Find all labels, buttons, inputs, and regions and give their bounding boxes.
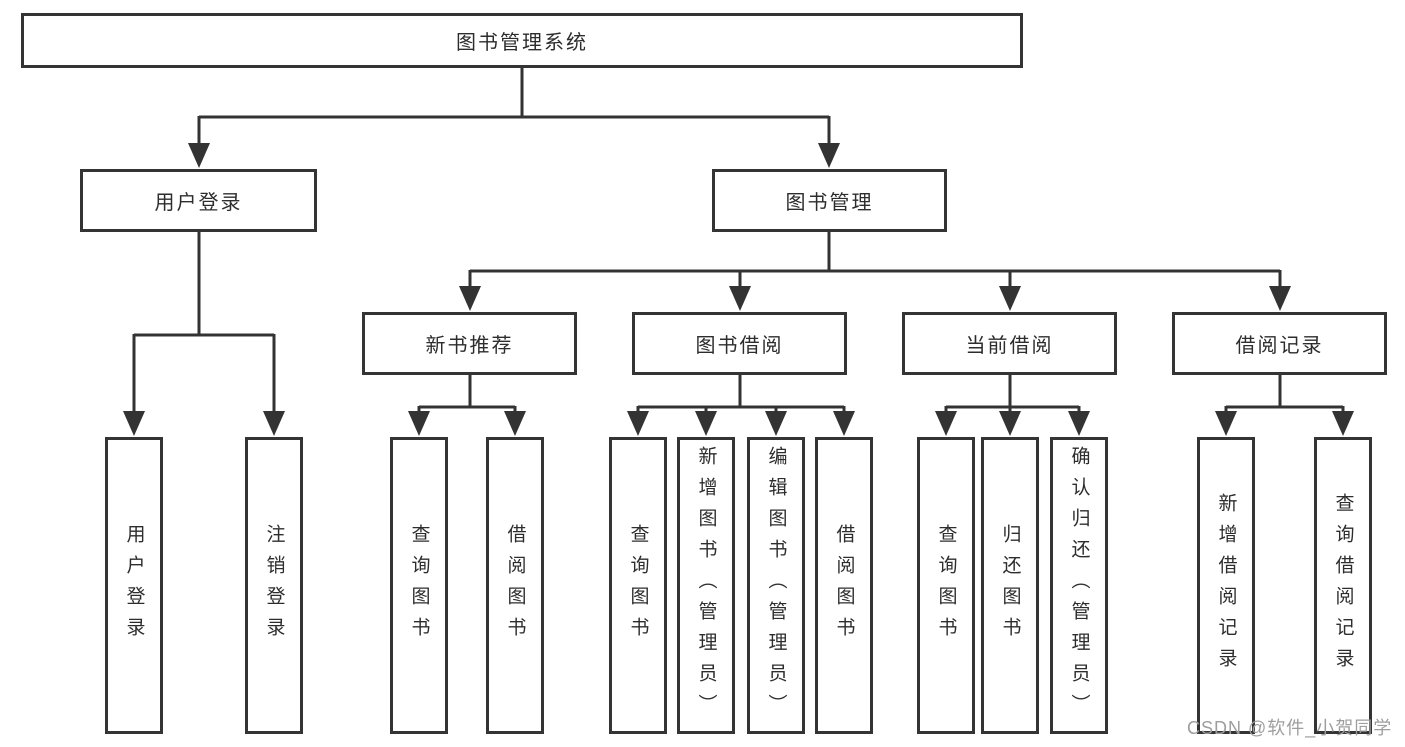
leaf-user-login-label: 用户登录 [123,523,145,648]
leaf-current-return: 归还图书 [981,437,1039,734]
leaf-borrow-borrow: 借阅图书 [815,437,873,734]
leaf-borrow-query-label: 查询图书 [627,523,649,648]
node-root-label: 图书管理系统 [456,32,588,54]
leaf-current-query-label: 查询图书 [935,523,957,648]
node-book-borrow-label: 图书借阅 [695,335,784,357]
node-current-borrow: 当前借阅 [902,312,1117,375]
leaf-borrow-edit: 编辑图书（管理员） [747,437,805,734]
leaf-current-confirm: 确认归还（管理员） [1050,437,1108,734]
leaf-newbooks-query: 查询图书 [390,437,448,734]
node-current-borrow-label: 当前借阅 [965,335,1054,357]
arrowhead-icons [123,143,1354,436]
leaf-current-query: 查询图书 [917,437,975,734]
node-borrow-records: 借阅记录 [1172,312,1387,375]
leaf-records-query-label: 查询借阅记录 [1332,492,1354,679]
leaf-newbooks-query-label: 查询图书 [408,523,430,648]
leaf-borrow-add: 新增图书（管理员） [677,437,735,734]
node-book-mgmt: 图书管理 [712,169,947,232]
node-new-books: 新书推荐 [362,312,577,375]
node-borrow-records-label: 借阅记录 [1235,335,1324,357]
leaf-logout: 注销登录 [245,437,303,734]
node-user-login: 用户登录 [80,169,317,232]
leaf-borrow-borrow-label: 借阅图书 [833,523,855,648]
leaf-records-add: 新增借阅记录 [1197,437,1255,734]
node-book-borrow: 图书借阅 [632,312,847,375]
node-new-books-label: 新书推荐 [425,335,514,357]
node-book-mgmt-label: 图书管理 [785,192,874,214]
leaf-borrow-query: 查询图书 [609,437,667,734]
leaf-user-login: 用户登录 [105,437,163,734]
leaf-newbooks-borrow: 借阅图书 [486,437,544,734]
leaf-borrow-edit-label: 编辑图书（管理员） [765,446,787,725]
leaf-logout-label: 注销登录 [263,523,285,648]
leaf-current-confirm-label: 确认归还（管理员） [1068,446,1090,725]
leaf-borrow-add-label: 新增图书（管理员） [695,446,717,725]
leaf-records-add-label: 新增借阅记录 [1215,492,1237,679]
node-user-login-label: 用户登录 [154,192,243,214]
leaf-records-query: 查询借阅记录 [1314,437,1372,734]
csdn-watermark: CSDN @软件_小贺同学 [1187,718,1393,738]
leaf-newbooks-borrow-label: 借阅图书 [504,523,526,648]
node-root: 图书管理系统 [21,13,1023,68]
leaf-current-return-label: 归还图书 [999,523,1021,648]
